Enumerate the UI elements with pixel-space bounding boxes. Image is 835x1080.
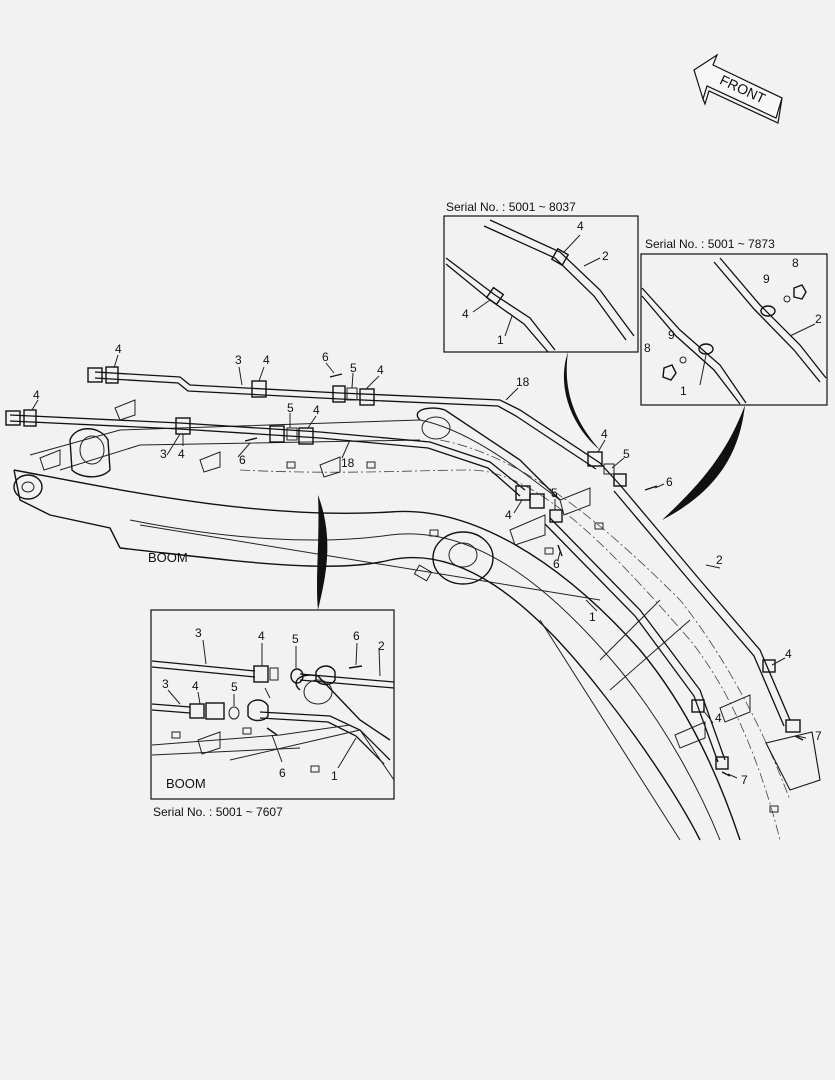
callout-6: 6 (322, 350, 329, 364)
callout-1: 1 (497, 333, 504, 347)
callout-18: 18 (341, 456, 355, 470)
callout-4: 4 (178, 447, 185, 461)
hydraulic-pipes (5, 354, 807, 779)
callout-1: 1 (680, 384, 687, 398)
callout-8: 8 (792, 256, 799, 270)
inset-top: Serial No. : 5001 ~ 8037 4 2 4 1 (443, 200, 639, 353)
callout-3: 3 (162, 677, 169, 691)
callout-4: 4 (33, 388, 40, 402)
callout-8: 8 (644, 341, 651, 355)
detail-pointer-top (563, 352, 600, 450)
callout-3: 3 (160, 447, 167, 461)
callout-2: 2 (602, 249, 609, 263)
callout-18: 18 (516, 375, 530, 389)
callout-5: 5 (287, 401, 294, 415)
callout-6: 6 (553, 557, 560, 571)
callout-4: 4 (715, 711, 722, 725)
inset-top-frame (443, 215, 639, 353)
inset-top-caption: Serial No. : 5001 ~ 8037 (446, 200, 576, 214)
inset-boom-label: BOOM (166, 776, 206, 791)
callout-5: 5 (350, 361, 357, 375)
callout-3: 3 (235, 353, 242, 367)
callout-3: 3 (195, 626, 202, 640)
callout-5: 5 (551, 486, 558, 500)
inset-bottom: 3 4 5 6 2 3 4 5 6 1 BOOM (150, 609, 395, 800)
main-callouts: 4 3 4 6 5 4 18 4 3 4 6 5 4 18 4 5 6 4 5 … (33, 342, 822, 787)
front-arrow-icon: FRONT (693, 53, 783, 124)
callout-6: 6 (353, 629, 360, 643)
inset-right: Serial No. : 5001 ~ 7873 8 9 2 9 8 1 (640, 237, 828, 406)
callout-4: 4 (577, 219, 584, 233)
callout-1: 1 (331, 769, 338, 783)
callout-4: 4 (462, 307, 469, 321)
callout-7: 7 (815, 729, 822, 743)
callout-4: 4 (192, 679, 199, 693)
callout-4: 4 (601, 427, 608, 441)
callout-4: 4 (258, 629, 265, 643)
inset-bottom-caption: Serial No. : 5001 ~ 7607 (153, 805, 283, 819)
callout-2: 2 (716, 553, 723, 567)
callout-6: 6 (279, 766, 286, 780)
callout-4: 4 (313, 403, 320, 417)
callout-5: 5 (623, 447, 630, 461)
callout-5: 5 (231, 680, 238, 694)
callout-6: 6 (666, 475, 673, 489)
callout-2: 2 (378, 639, 385, 653)
callout-7: 7 (741, 773, 748, 787)
callout-9: 9 (668, 328, 675, 342)
callout-9: 9 (763, 272, 770, 286)
detail-pointer-right (662, 405, 745, 520)
callout-4: 4 (785, 647, 792, 661)
callout-4: 4 (115, 342, 122, 356)
inset-right-caption: Serial No. : 5001 ~ 7873 (645, 237, 775, 251)
detail-pointer-bottom (317, 495, 328, 610)
callout-5: 5 (292, 632, 299, 646)
callout-4: 4 (263, 353, 270, 367)
boom-structure (13, 407, 821, 841)
callout-4: 4 (505, 508, 512, 522)
callout-6: 6 (239, 453, 246, 467)
callout-1: 1 (589, 610, 596, 624)
callout-4: 4 (377, 363, 384, 377)
callout-2: 2 (815, 312, 822, 326)
boom-label: BOOM (148, 550, 188, 565)
inset-right-frame (640, 253, 828, 406)
